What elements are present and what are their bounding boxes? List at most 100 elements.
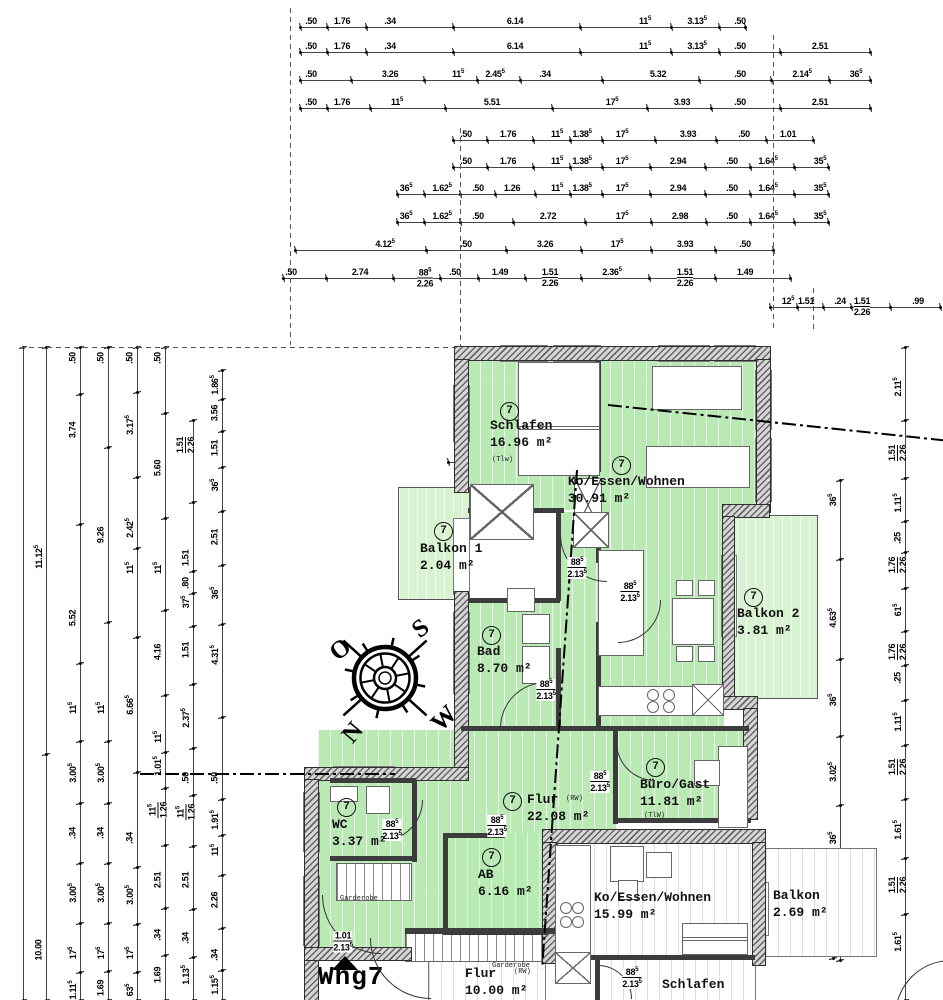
- dim-label: 1.51: [180, 641, 191, 659]
- dim-label: 3.005: [68, 883, 78, 903]
- dim-dot: [221, 874, 224, 877]
- dim-dot: [164, 693, 167, 697]
- dim-dot: [107, 969, 110, 973]
- dim-dot: [164, 609, 167, 612]
- dim-dot: [221, 715, 224, 719]
- stove-burner: [663, 701, 675, 713]
- dim-dot: [452, 139, 455, 142]
- dim-label: 4.16: [152, 643, 163, 661]
- furniture: [718, 746, 748, 828]
- dim-label: .34: [384, 16, 396, 26]
- balcony-fill: [727, 515, 818, 699]
- dim-dot: [221, 510, 224, 513]
- dim-dot: [396, 193, 399, 196]
- exterior-wall: [722, 696, 758, 710]
- dim-label: 1.01: [779, 129, 797, 139]
- dim-dot: [136, 770, 139, 774]
- room-number-badge-wc: 7: [337, 798, 356, 817]
- dim-label: .34: [152, 929, 163, 941]
- room-label-ko-essen-wohnen-weiss: Ko/Essen/Wohnen 15.99 m²: [594, 890, 712, 922]
- dim-label: .50: [726, 183, 738, 193]
- dim-label: 3.175: [125, 415, 135, 435]
- dim-label: 1.645: [758, 183, 778, 193]
- dim-dot: [443, 107, 447, 110]
- dim-dot: [904, 586, 907, 590]
- dim-label: .50: [305, 16, 317, 26]
- dim-label: 3.005: [96, 763, 106, 783]
- dim-dot: [221, 834, 224, 837]
- dim-dot: [365, 51, 368, 54]
- dim-dot: [136, 865, 139, 869]
- dim-label: 175: [96, 946, 106, 960]
- room-label-wc: WC 3.37 m²: [332, 817, 387, 849]
- dim-dot: [221, 623, 224, 626]
- dim-dot: [770, 79, 773, 82]
- dim-dot: [524, 277, 527, 280]
- dim-dot: [221, 564, 224, 567]
- dim-label: 9.26: [95, 526, 106, 544]
- dim-dot: [789, 277, 792, 280]
- dim-label: 3.93: [679, 129, 697, 139]
- dim-dot: [451, 26, 455, 29]
- dim-label: .50: [305, 69, 317, 79]
- dim-dot: [299, 51, 302, 54]
- dim-dot: [299, 26, 302, 29]
- interior-wall: [557, 955, 755, 960]
- dim-label: 1.69: [95, 979, 106, 997]
- dim-label: 2.74: [351, 267, 369, 277]
- dim-label: 1.76: [499, 156, 517, 166]
- stairs-garderobe-slats: [405, 932, 559, 962]
- dim-label: 3.26: [536, 239, 554, 249]
- dim-dot: [294, 249, 297, 252]
- furniture: [676, 646, 693, 662]
- exterior-wall: [722, 504, 770, 518]
- interior-wall: [330, 778, 416, 783]
- dim-label: 3.135: [687, 16, 707, 26]
- compass-rose-icon: [342, 637, 428, 719]
- dim-label: .24: [834, 296, 846, 306]
- dim-label: 175: [68, 946, 78, 960]
- dim-label: 175: [615, 211, 629, 221]
- dim-label: 2.51: [811, 97, 829, 107]
- dim-dot: [568, 139, 572, 142]
- dim-dot: [164, 412, 167, 415]
- dim-label: 5.32: [649, 69, 667, 79]
- dim-dot: [869, 51, 872, 54]
- interior-wall: [330, 856, 417, 861]
- dim-label: 2.98: [671, 211, 689, 221]
- interior-wall: [443, 833, 505, 838]
- room-fill-white: [765, 848, 877, 957]
- exterior-wall: [542, 829, 766, 844]
- exterior-wall: [454, 346, 771, 361]
- dim-dot: [850, 306, 853, 309]
- room-note: (RW): [514, 968, 531, 976]
- dim-label: 3.74: [67, 421, 78, 439]
- dim-label: .50: [305, 41, 317, 51]
- dim-dot: [839, 658, 842, 661]
- garderobe-label: Garderobe: [340, 895, 378, 903]
- dim-dot: [839, 735, 842, 738]
- dim-label: 355: [813, 156, 827, 166]
- room-note: (RW): [566, 795, 583, 803]
- dim-label: 6.14: [506, 16, 524, 26]
- dim-dot: [832, 957, 835, 960]
- dim-dot: [424, 249, 428, 252]
- room-label-ko-essen-wohnen-7: Ko/Essen/Wohnen 30.91 m²: [567, 474, 685, 506]
- dim-label: 2.375: [181, 708, 191, 728]
- dim-dot: [476, 277, 480, 280]
- dim-dot: [533, 193, 537, 196]
- dim-dot: [282, 277, 285, 280]
- dim-label: .50: [460, 129, 472, 139]
- exterior-wall: [454, 591, 469, 771]
- dim-dot: [904, 664, 907, 667]
- dim-dot: [164, 954, 167, 957]
- dim-dot: [769, 306, 772, 309]
- dim-label: 1.915: [210, 810, 220, 830]
- dim-dot: [107, 862, 110, 865]
